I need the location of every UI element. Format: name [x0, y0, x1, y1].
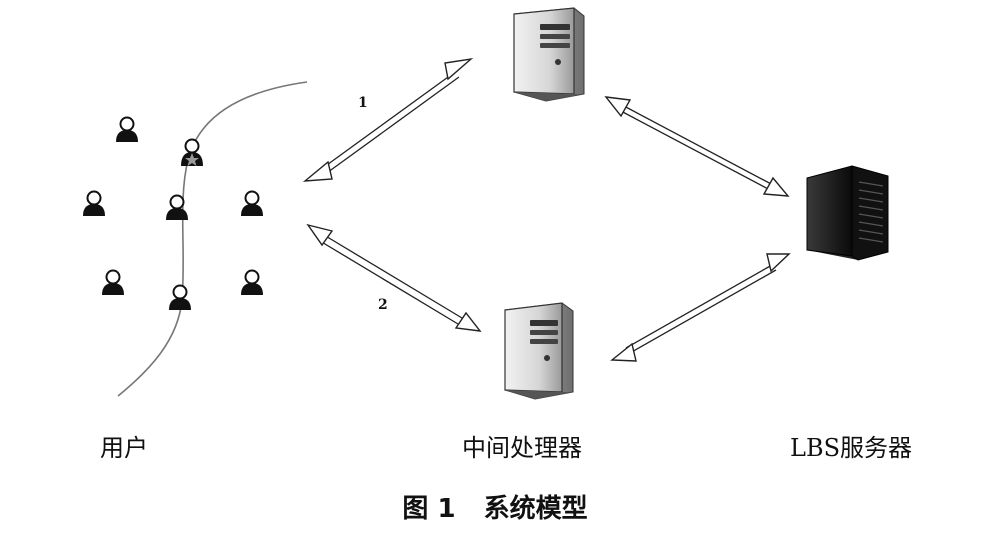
users-label: 用户 [100, 434, 148, 462]
arrow-top-to-lbs [604, 96, 790, 197]
middle-processor-label: 中间处理器 [462, 434, 582, 462]
trajectory-curve [117, 81, 308, 397]
lbs-server-label: LBS服务器 [790, 434, 913, 462]
user-icon [241, 190, 263, 216]
user-icon [83, 190, 105, 216]
query-user-icon [181, 138, 203, 166]
user-icon [169, 284, 191, 310]
middle-processor-server-icon [504, 302, 574, 400]
figure-number: 图 1 [402, 494, 456, 524]
arrow-1-label: 1 [358, 95, 368, 111]
star-icon [185, 153, 199, 166]
user-icon [166, 194, 188, 220]
arrow-2 [306, 223, 482, 332]
figure-title: 系统模型 [483, 494, 588, 524]
user-icon [241, 269, 263, 295]
arrow-bottom-to-lbs [610, 253, 791, 362]
arrow-1 [302, 57, 474, 182]
figure-caption: 图 1 系统模型 [0, 488, 990, 525]
middle-processor-server-icon [513, 7, 585, 102]
lbs-server-icon [806, 165, 889, 261]
user-icon [116, 116, 138, 142]
arrow-2-label: 2 [378, 297, 388, 313]
user-icon [102, 269, 124, 295]
